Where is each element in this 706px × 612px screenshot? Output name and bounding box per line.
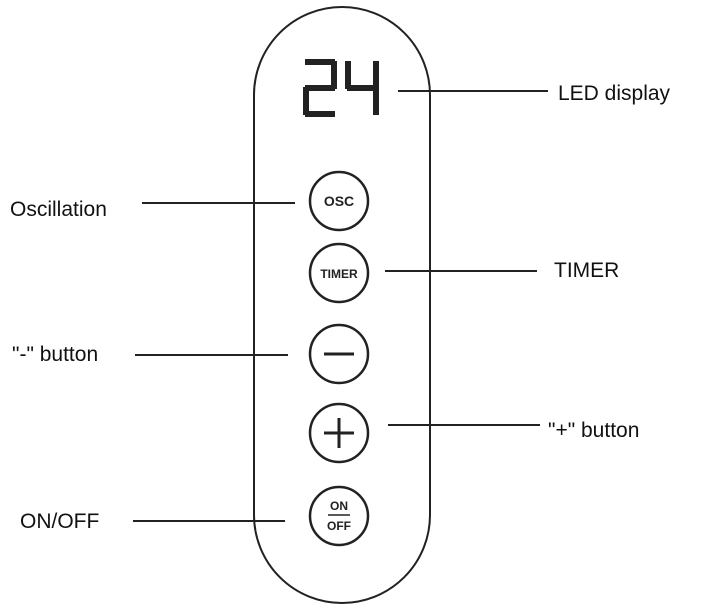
on-off-label: ON/OFF xyxy=(20,510,100,533)
led-display xyxy=(303,59,379,117)
minus-button[interactable] xyxy=(308,323,370,385)
on-off-button[interactable]: ON OFF xyxy=(308,485,370,547)
minus-button-label: "-" button xyxy=(12,343,99,366)
on-off-button-bottom-label: OFF xyxy=(327,519,351,533)
leader-lines xyxy=(133,90,548,522)
led-digit-2 xyxy=(303,59,337,117)
timer-button[interactable]: TIMER xyxy=(308,242,370,304)
led-display-label: LED display xyxy=(558,82,671,105)
osc-button[interactable]: OSC xyxy=(308,170,370,232)
remote-control-body xyxy=(253,6,431,604)
led-digit-4 xyxy=(345,61,379,115)
oscillation-label: Oscillation xyxy=(10,198,107,221)
timer-label: TIMER xyxy=(554,259,620,282)
timer-button-label: TIMER xyxy=(320,267,358,281)
plus-button[interactable] xyxy=(308,402,370,464)
plus-button-label: "+" button xyxy=(548,419,640,442)
osc-button-label: OSC xyxy=(324,193,354,209)
plus-icon xyxy=(324,418,354,448)
on-off-button-top-label: ON xyxy=(330,499,348,513)
